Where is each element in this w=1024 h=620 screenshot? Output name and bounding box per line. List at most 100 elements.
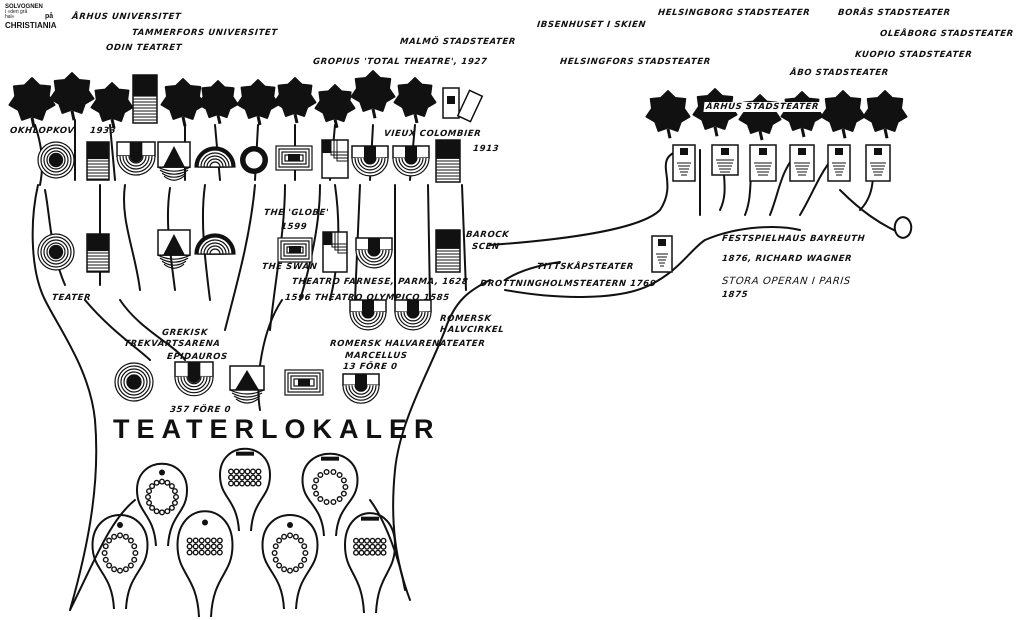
theatre-plan-icon bbox=[229, 365, 265, 404]
theatre-plan-icon bbox=[394, 299, 432, 331]
theatre-plan-icon bbox=[351, 145, 389, 177]
branch-line bbox=[119, 299, 186, 361]
theatre-plan-icon bbox=[275, 145, 313, 171]
label-tittskap: TITTSKÅPSTEATER bbox=[536, 262, 635, 272]
label-barock: BAROCK bbox=[465, 230, 510, 240]
label-romersk: ROMERSK bbox=[439, 314, 493, 324]
theatre-plan-icon bbox=[672, 144, 696, 182]
leaf-icon bbox=[160, 78, 206, 120]
label-1599: 1599 bbox=[280, 222, 308, 232]
label-marcellus: MARCELLUS bbox=[344, 351, 408, 361]
branch-line bbox=[44, 189, 66, 286]
label-drottningholm: DROTTNINGHOLMSTEATERN 1769 bbox=[479, 279, 657, 289]
branch-line bbox=[69, 499, 136, 611]
leaf-icon-stem bbox=[800, 127, 806, 138]
theatre-plan-icon bbox=[240, 146, 268, 174]
leaf-icon-stem bbox=[333, 118, 339, 129]
label-scen: SCEN bbox=[471, 242, 501, 252]
theatre-plan-icon bbox=[284, 369, 324, 396]
theatre-plan-icon bbox=[86, 141, 110, 181]
diagram-title: TEATERLOKALER bbox=[113, 414, 441, 444]
label-tammerfors-universitet: TAMMERFORS UNIVERSITET bbox=[131, 28, 279, 38]
leaf-icon bbox=[314, 84, 356, 123]
logo-line: i «den grå bbox=[5, 9, 28, 15]
label-epidauros-year: 357 FÖRE 0 bbox=[169, 405, 232, 415]
theatre-plan-icon bbox=[174, 361, 214, 397]
label-gropius: GROPIUS 'TOTAL THEATRE', 1927 bbox=[312, 57, 488, 67]
label-abo: ÅBO STADSTEATER bbox=[789, 68, 890, 78]
theatre-plan-icon bbox=[322, 231, 348, 273]
label-vieux-colombier: VIEUX COLOMBIER bbox=[383, 129, 482, 139]
label-helsingborg: HELSINGBORG STADSTEATER bbox=[657, 8, 811, 18]
label-helsingfors: HELSINGFORS STADSTEATER bbox=[559, 57, 712, 67]
logo-line: på bbox=[45, 13, 54, 20]
leaf-icon bbox=[645, 90, 691, 132]
label-olympico: 1596 THEATRO OLYMPICO 1585 bbox=[284, 293, 451, 303]
leaf-icon bbox=[862, 90, 908, 132]
theatre-plan-icon bbox=[157, 229, 191, 269]
branch-line bbox=[109, 124, 116, 181]
leaf-icon bbox=[49, 72, 95, 114]
branch-line bbox=[123, 184, 141, 291]
theatre-plan-icon bbox=[157, 141, 191, 181]
auditorium-blob bbox=[176, 510, 234, 618]
theatre-plan-icon bbox=[435, 139, 461, 183]
leaf-icon-stem bbox=[758, 130, 764, 141]
label-arhus-stadsteater: ÅRHUS STADSTEATER bbox=[703, 102, 822, 112]
label-grekisk: GREKISK bbox=[161, 328, 209, 338]
theatre-plan-icon bbox=[114, 362, 154, 402]
label-halvarena: ROMERSK HALVARENATEATER bbox=[329, 339, 486, 349]
label-trekvartsarena: TREKVARTSARENA bbox=[123, 339, 221, 349]
label-globe: THE 'GLOBE' bbox=[263, 208, 330, 218]
leaf-icon bbox=[90, 82, 134, 122]
theatre-plan-icon bbox=[321, 139, 349, 179]
theatre-plan-icon bbox=[194, 146, 236, 168]
theatre-plan-icon bbox=[827, 144, 851, 182]
theatre-plan-icon bbox=[86, 233, 110, 273]
label-farnese: THEATRO FARNESE, PARMA, 1628 bbox=[291, 277, 469, 287]
label-arhus-universitet: ÅRHUS UNIVERSITET bbox=[71, 12, 182, 22]
leaf-icon bbox=[197, 80, 239, 119]
gropius-plan-icon bbox=[447, 96, 455, 104]
gropius-plan-icon bbox=[456, 89, 484, 123]
label-1913: 1913 bbox=[472, 144, 500, 154]
leaf-icon-stem bbox=[110, 118, 116, 129]
theatre-plan-icon bbox=[435, 229, 461, 273]
label-teater: TEATER bbox=[51, 293, 92, 303]
theatre-plan-icon bbox=[342, 373, 380, 404]
theatre-plan-icon bbox=[711, 144, 739, 176]
leaf-icon-stem bbox=[713, 126, 719, 137]
auditorium-blob bbox=[301, 452, 359, 537]
branch-line bbox=[504, 226, 801, 298]
leaf-icon bbox=[393, 77, 437, 117]
label-ibsenhuset: IBSENHUSET I SKIEN bbox=[536, 20, 647, 30]
leaf-icon-stem bbox=[293, 113, 299, 124]
leaf-icon bbox=[8, 77, 56, 121]
leaf-icon-stem bbox=[256, 115, 262, 126]
theatre-plan-icon bbox=[37, 141, 75, 179]
scroll-end bbox=[893, 216, 913, 239]
leaf-icon-stem bbox=[841, 128, 847, 139]
label-epidauros: EPIDAUROS bbox=[166, 352, 229, 362]
label-kuopio: KUOPIO STADSTEATER bbox=[854, 50, 973, 60]
theatre-plan-icon bbox=[749, 144, 777, 182]
leaf-icon bbox=[820, 90, 866, 132]
label-bayreuth: FESTSPIELHAUS BAYREUTH bbox=[721, 234, 866, 244]
branch-line bbox=[504, 261, 561, 281]
leaf-icon-stem bbox=[181, 116, 187, 127]
logo-line: CHRISTIANIA bbox=[5, 21, 57, 30]
leaf-icon bbox=[350, 70, 396, 112]
logo-line: hal» bbox=[5, 14, 15, 20]
auditorium-blob bbox=[91, 514, 149, 610]
label-odin-teatret: ODIN TEATRET bbox=[105, 43, 183, 53]
label-1933: 1933 bbox=[89, 126, 117, 136]
label-okhlopkov: OKHLOPKOV bbox=[9, 126, 75, 136]
theatre-plan-icon bbox=[392, 145, 430, 177]
leaf-icon-stem bbox=[30, 117, 36, 128]
theatre-plan-icon bbox=[349, 299, 387, 331]
branch-line bbox=[461, 184, 467, 291]
theatre-plan-icon bbox=[277, 237, 313, 263]
leaf-icon bbox=[738, 94, 782, 134]
